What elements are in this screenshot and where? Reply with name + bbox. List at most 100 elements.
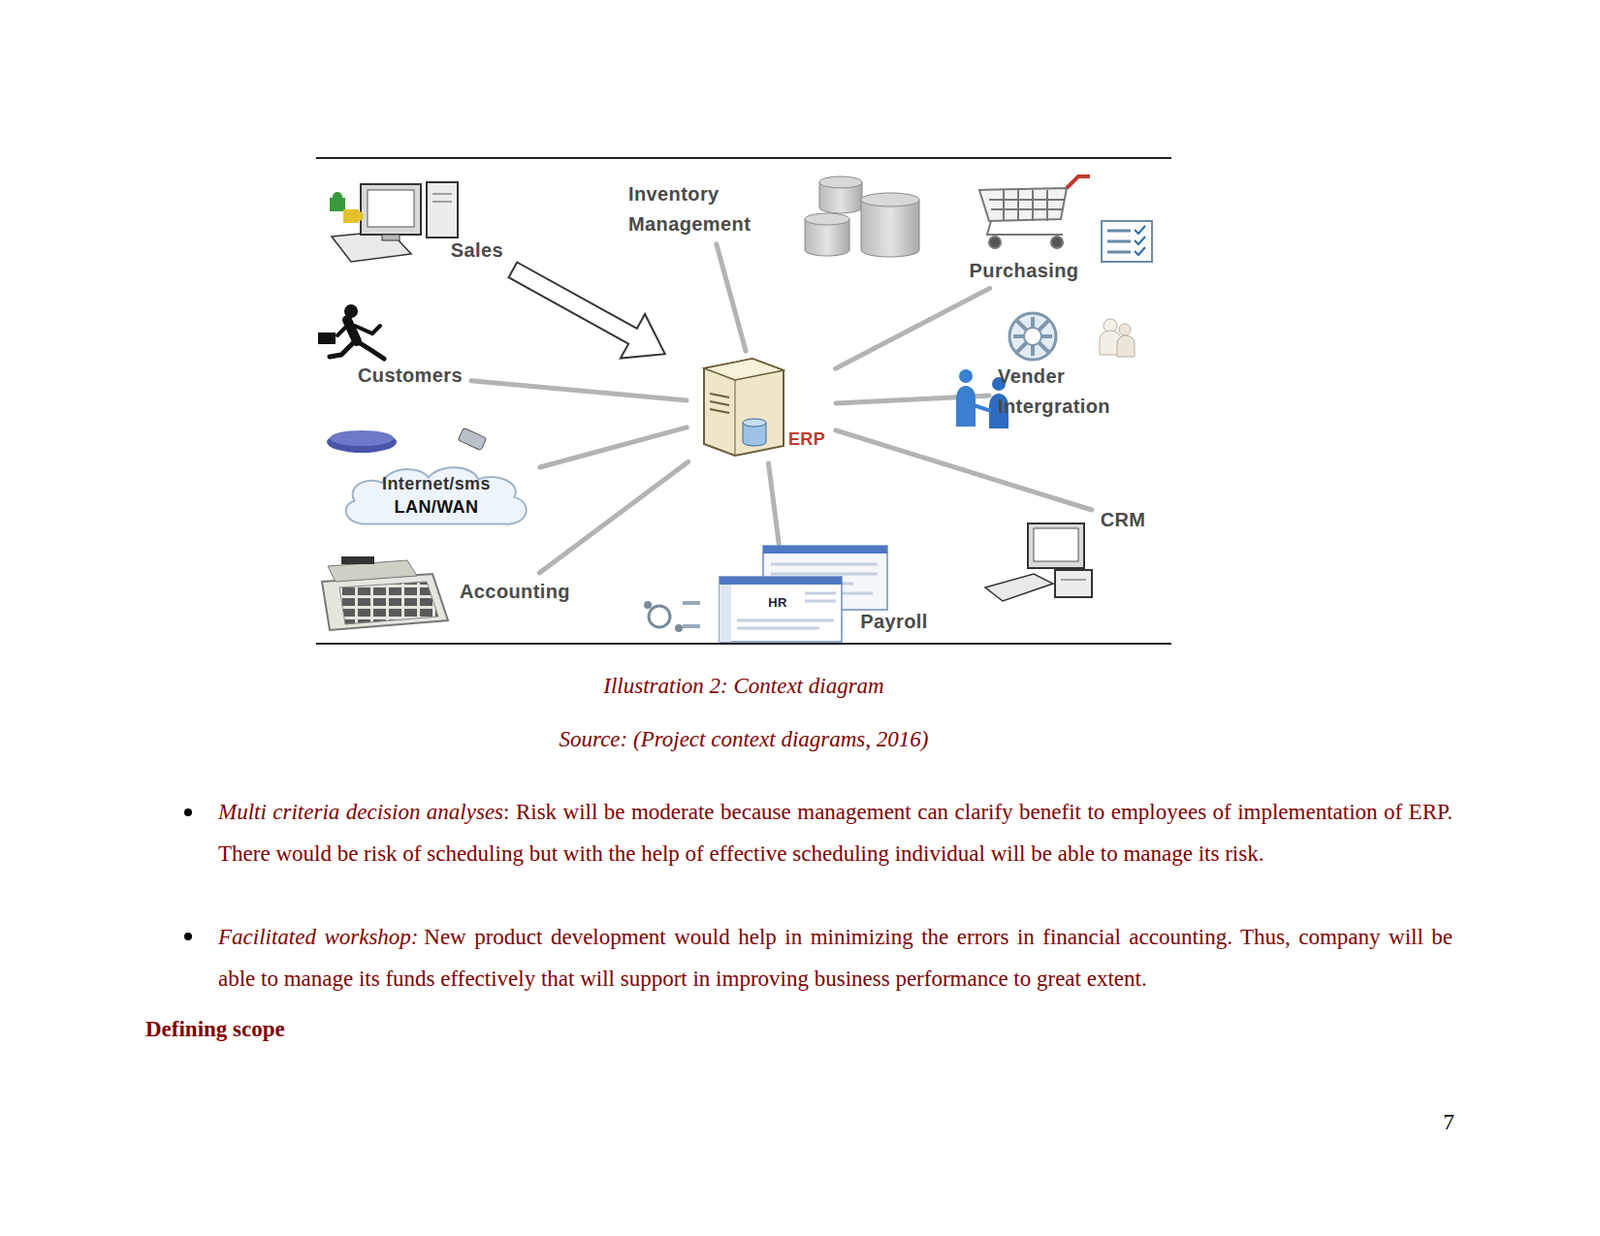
database-cylinders-icon — [861, 199, 920, 257]
payroll-hr-icon — [674, 624, 683, 633]
bullet-paragraph: Facilitated workshop:New product develop… — [218, 916, 1453, 1000]
spoke-line — [471, 381, 687, 401]
calculator-icon — [321, 556, 448, 631]
bullet-dot — [184, 808, 192, 941]
section-heading: Defining scope — [145, 1008, 286, 1051]
shopping-cart-icon — [979, 188, 1067, 222]
running-customer-icon — [318, 332, 336, 345]
sales-computer-icon — [360, 184, 421, 235]
figure-source: Source: (Project context diagrams, 2016) — [559, 718, 929, 761]
payroll-hr-icon — [719, 576, 842, 585]
database-cylinders-icon — [861, 192, 920, 207]
router-phone-icon — [326, 431, 397, 453]
server-icon — [704, 358, 784, 456]
crm-computer-icon — [1055, 570, 1092, 598]
vendor-integration-icon — [1117, 335, 1135, 357]
database-cylinders-icon — [804, 213, 850, 225]
server-icon — [704, 358, 784, 381]
shopping-cart-icon — [987, 221, 1063, 235]
crm-computer-icon — [985, 574, 1054, 602]
router-phone-icon — [329, 430, 394, 447]
sales-computer-icon — [426, 182, 458, 238]
vendor-integration-icon — [973, 405, 992, 412]
payroll-hr-icon — [682, 601, 701, 606]
shopping-cart-icon — [989, 236, 1001, 249]
erp-server: ERP — [690, 354, 832, 460]
node-label: Internet/sms — [382, 473, 491, 495]
cloud-outline — [346, 467, 527, 524]
sales-computer-icon — [367, 190, 415, 227]
node-label: Sales — [450, 235, 504, 266]
sales-computer-icon — [382, 234, 400, 241]
bullet-dot — [184, 808, 192, 817]
payroll-group: HR Payroll — [630, 547, 941, 642]
spoke-line — [835, 288, 991, 369]
server-icon — [742, 418, 767, 427]
bullet-term: Multi criteria decision analyses — [218, 800, 504, 825]
payroll-hr-icon — [719, 576, 842, 642]
server-icon — [709, 393, 730, 398]
node-label: CRM — [1100, 505, 1147, 536]
vendor-integration-icon — [959, 369, 973, 384]
checklist-icon — [1107, 230, 1131, 253]
server-icon — [709, 401, 730, 406]
figure-caption: Illustration 2: Context diagram — [603, 665, 884, 707]
vendor-integration-icon — [1009, 313, 1056, 360]
sales-computer-icon — [332, 192, 343, 202]
server-icon — [704, 358, 784, 456]
vendor-label: Vender Intergration — [992, 360, 1141, 423]
crm-computer-icon — [1060, 579, 1087, 581]
sales-computer-icon — [353, 211, 364, 222]
payroll-hr-icon — [682, 624, 701, 629]
server-icon — [735, 380, 736, 456]
sales-label: Sales — [446, 234, 509, 267]
inventory-label: Inventory Management — [623, 178, 791, 241]
sales-computer-icon — [432, 193, 452, 195]
running-customer-icon — [354, 325, 381, 334]
purchasing-label: Purchasing — [964, 255, 1085, 288]
node-label: Payroll — [860, 607, 928, 638]
node-label: HR — [768, 595, 788, 610]
running-customer-icon — [337, 323, 350, 336]
spoke-line — [540, 427, 687, 468]
node-label: Inventory Management — [628, 179, 786, 240]
spoke-line — [835, 430, 1092, 511]
checklist-icon — [1101, 221, 1152, 262]
accounting-label: Accounting — [454, 576, 576, 608]
bullet-paragraph: Multi criteria decision analyses: Risk w… — [218, 791, 1453, 875]
vendor-integration-icon — [956, 385, 976, 427]
crm-computer-icon — [1033, 528, 1079, 562]
node-label: Accounting — [459, 576, 571, 608]
crm-computer-icon — [1027, 523, 1085, 569]
network-cloud: Internet/smsLAN/WAN — [336, 459, 537, 532]
payroll-hr-icon — [719, 584, 732, 642]
spoke-line — [539, 461, 688, 574]
database-cylinders-icon — [819, 176, 863, 189]
checklist-icon — [1101, 221, 1152, 262]
server-icon — [709, 409, 730, 414]
node-label: Purchasing — [969, 256, 1080, 287]
payroll-hr-icon — [643, 545, 888, 642]
sales-computer-icon — [432, 201, 452, 203]
shopping-cart-icon — [979, 176, 1090, 249]
payroll-hr-icon — [648, 606, 671, 628]
vendor-integration-icon — [1119, 323, 1131, 336]
bullet-dot — [184, 932, 192, 941]
calculator-icon — [321, 574, 448, 631]
node-label: ERP — [788, 424, 826, 455]
frame-rule — [316, 158, 1172, 644]
running-customer-icon — [318, 304, 384, 359]
shopping-cart-icon — [1066, 176, 1090, 189]
calculator-icon — [341, 556, 375, 565]
database-cylinders-icon — [804, 176, 920, 257]
hollow-arrow — [508, 261, 665, 358]
spoke-line — [768, 463, 779, 544]
customers-label: Customers — [352, 359, 468, 392]
frame-rule — [316, 642, 1172, 645]
vendor-integration-icon — [956, 313, 1135, 429]
crm-label: CRM — [1095, 504, 1152, 537]
